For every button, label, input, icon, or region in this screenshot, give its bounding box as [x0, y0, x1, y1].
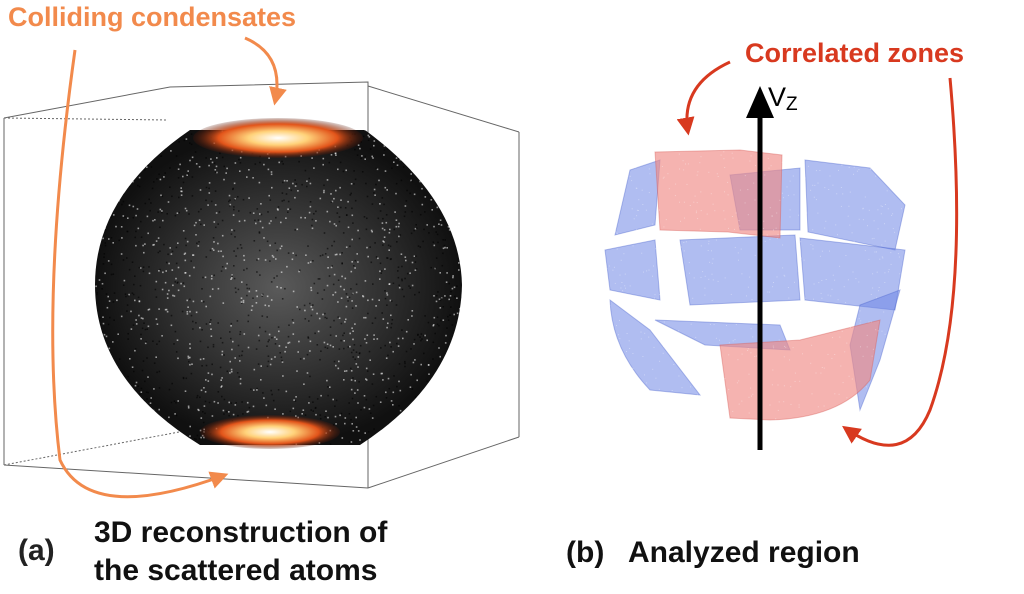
vz-axis-label: VZ	[768, 82, 798, 116]
arrow-to-lower-correlated-zone	[842, 77, 959, 447]
arrow-to-upper-correlated-zone	[676, 60, 731, 136]
vz-subscript: Z	[786, 94, 798, 115]
panel-a-caption: 3D reconstruction of the scattered atoms	[94, 514, 387, 590]
arrow-to-top-condensate	[244, 36, 287, 106]
panel-a-letter: (a)	[18, 534, 55, 567]
panel-b-letter: (b)	[566, 536, 605, 569]
top-condensate-halo	[193, 118, 363, 158]
vz-axis-arrowhead	[746, 86, 774, 118]
vz-symbol: V	[768, 82, 787, 112]
arrow-to-bottom-condensate	[51, 49, 229, 499]
panel-a-caption-line1: 3D reconstruction of	[94, 516, 388, 549]
red-zone-top	[654, 149, 783, 239]
analyzed-region	[604, 149, 906, 421]
panel-a-caption-line2: the scattered atoms	[94, 554, 378, 587]
colliding-condensates-annotation: Colliding condensates	[8, 2, 297, 32]
scattered-atoms-sphere	[95, 130, 462, 445]
bottom-condensate-halo	[200, 415, 340, 449]
panel-b-caption: Analyzed region	[628, 536, 860, 569]
correlated-zones-annotation: Correlated zones	[745, 38, 965, 68]
